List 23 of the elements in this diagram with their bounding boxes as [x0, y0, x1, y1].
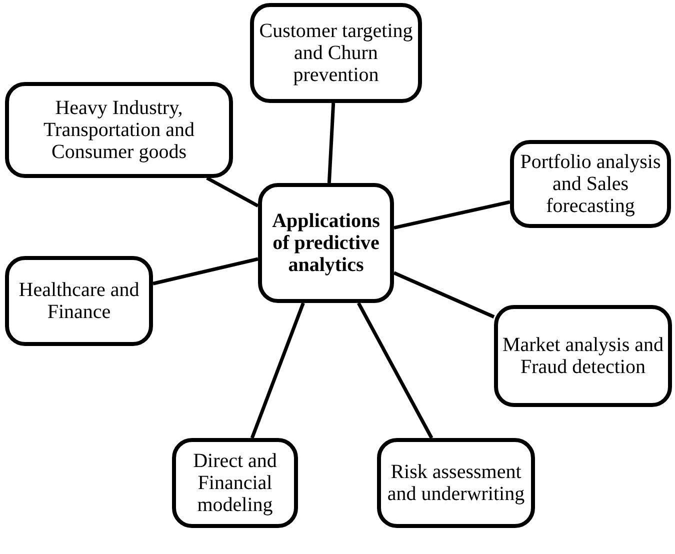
application-box — [377, 438, 535, 528]
connector-line — [394, 200, 510, 230]
node-label: Market analysis and Fraud detection — [501, 334, 665, 378]
node-label: Risk assessment and underwriting — [386, 461, 526, 505]
central-label: Applications of predictive analytics — [271, 210, 381, 276]
application-box — [5, 82, 233, 178]
node-label: Customer targeting and Churn prevention — [258, 20, 414, 86]
connector-line — [152, 257, 258, 286]
connector-line — [356, 302, 434, 439]
application-box — [494, 305, 672, 407]
application-box — [5, 256, 153, 346]
central-box — [258, 183, 394, 303]
connector-line — [327, 102, 336, 184]
connector-line — [250, 302, 305, 439]
application-box — [250, 3, 422, 103]
connector-line — [393, 271, 495, 318]
node-label: Heavy Industry, Transportation and Consumer goods — [42, 97, 196, 163]
node-label: Healthcare and Finance — [18, 279, 140, 323]
application-box — [510, 140, 671, 228]
application-box — [172, 438, 298, 528]
connector-line — [206, 176, 259, 208]
node-label: Portfolio analysis and Sales forecasting — [519, 151, 662, 217]
node-label: Direct and Financial modeling — [192, 450, 278, 516]
